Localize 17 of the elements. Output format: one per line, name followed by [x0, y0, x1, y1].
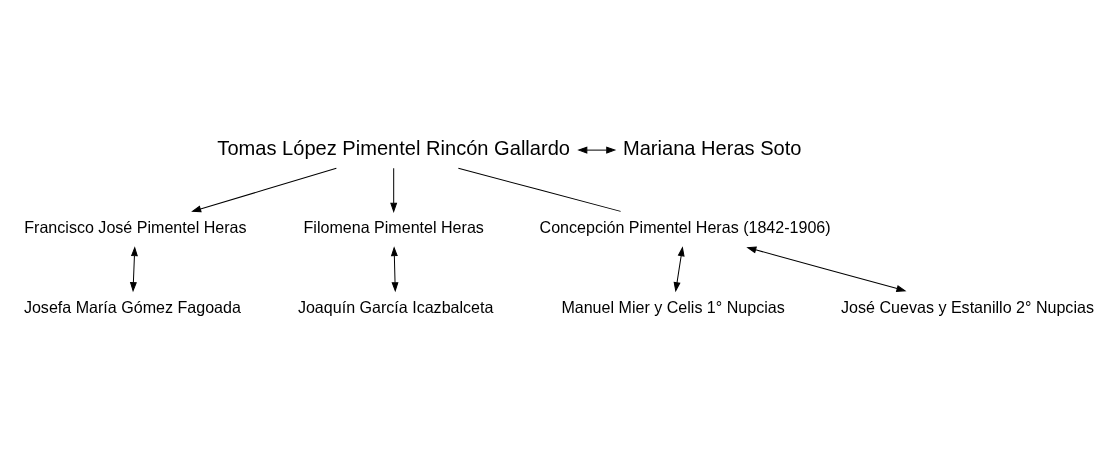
node-text: Concepción Pimentel Heras (1842-1906) — [539, 218, 831, 237]
arrow — [747, 246, 906, 292]
node-text: Filomena Pimentel Heras — [303, 218, 484, 237]
node-text: Manuel Mier y Celis 1° Nupcias — [561, 297, 785, 316]
arrow — [578, 146, 616, 154]
arrow — [391, 247, 399, 292]
arrow — [192, 167, 337, 213]
arrow — [673, 247, 685, 292]
arrow — [390, 167, 397, 212]
node-text: Joaquín García Icazbalceta — [297, 297, 494, 316]
arrow — [130, 247, 138, 292]
node-text: Tomas López Pimentel Rincón Gallardo — [217, 137, 571, 160]
node-text: Mariana Heras Soto — [622, 137, 802, 160]
node-text: Josefa María Gómez Fagoada — [23, 297, 241, 316]
connector — [457, 167, 622, 212]
node-text: José Cuevas y Estanillo 2° Nupcias — [841, 297, 1094, 316]
node-text: Francisco José Pimentel Heras — [24, 218, 247, 237]
